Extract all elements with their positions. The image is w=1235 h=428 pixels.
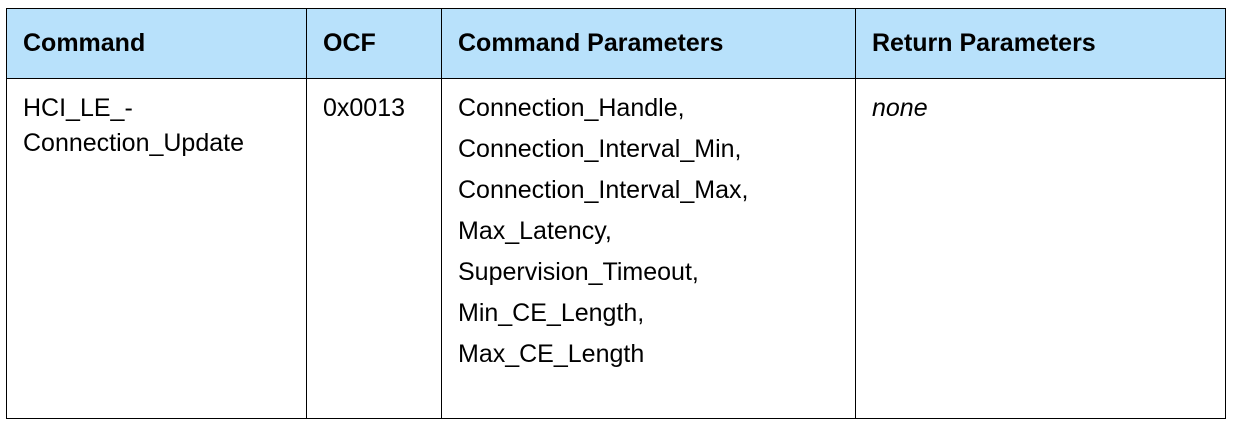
cell-return-parameters: none: [855, 78, 1226, 419]
command-name-line1: HCI_LE_-: [23, 94, 133, 122]
command-parameter: Connection_Interval_Min,: [458, 135, 742, 163]
command-parameter: Connection_Interval_Max,: [458, 176, 749, 204]
cell-command-parameters: Connection_Handle, Connection_Interval_M…: [441, 78, 856, 419]
command-name-line2: Connection_Update: [23, 129, 244, 157]
command-parameter: Max_CE_Length: [458, 340, 645, 368]
command-parameter: Max_Latency,: [458, 217, 612, 245]
table-row: HCI_LE_- Connection_Update 0x0013 Connec…: [6, 78, 1226, 419]
cell-ocf: 0x0013: [306, 78, 442, 419]
header-return-parameters: Return Parameters: [855, 8, 1226, 79]
command-parameter: Supervision_Timeout,: [458, 258, 699, 286]
table-body: HCI_LE_- Connection_Update 0x0013 Connec…: [6, 78, 1226, 419]
return-parameters-value: none: [872, 94, 928, 122]
command-parameter: Connection_Handle,: [458, 94, 685, 122]
hci-command-table: Command OCF Command Parameters Return Pa…: [6, 8, 1226, 419]
cell-command: HCI_LE_- Connection_Update: [6, 78, 307, 419]
command-parameter: Min_CE_Length,: [458, 299, 645, 327]
header-command-parameters: Command Parameters: [441, 8, 856, 79]
header-row: Command OCF Command Parameters Return Pa…: [6, 8, 1226, 79]
header-command: Command: [6, 8, 307, 79]
ocf-value: 0x0013: [323, 94, 406, 122]
table-header: Command OCF Command Parameters Return Pa…: [6, 8, 1226, 79]
header-ocf: OCF: [306, 8, 442, 79]
